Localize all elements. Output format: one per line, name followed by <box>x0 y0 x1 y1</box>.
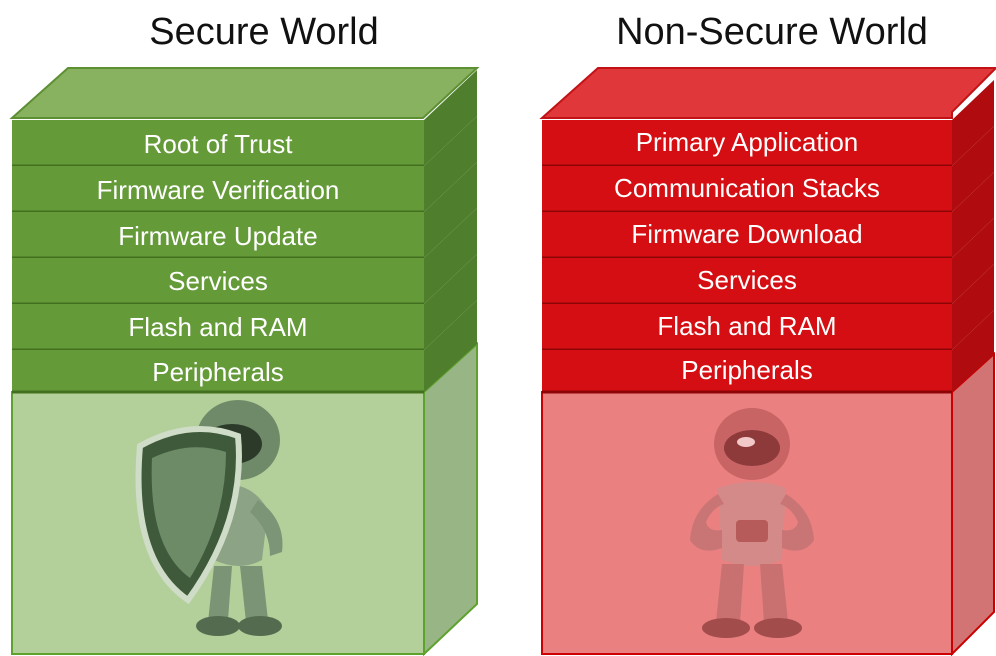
robot-standing-icon <box>690 408 814 638</box>
secure-world-block: Secure World Root of Trust Firmware Veri… <box>9 11 480 656</box>
nonsecure-layer-label: Flash and RAM <box>657 311 836 341</box>
secure-layer: Services <box>12 208 477 306</box>
nonsecure-layer-label: Primary Application <box>636 127 859 157</box>
secure-layer: Firmware Verification <box>12 116 477 214</box>
secure-layer: Peripherals <box>12 300 477 394</box>
secure-layer-label: Peripherals <box>152 357 284 387</box>
secure-layer-label: Services <box>168 266 268 296</box>
nonsecure-layer-label: Peripherals <box>681 355 813 385</box>
secure-top-face <box>9 67 480 119</box>
nonsecure-world-title: Non-Secure World <box>616 11 928 53</box>
secure-layer-label: Flash and RAM <box>128 312 307 342</box>
secure-layer-label: Firmware Update <box>118 221 317 251</box>
secure-layer-label: Root of Trust <box>144 129 294 159</box>
secure-body-side <box>423 341 478 656</box>
nonsecure-layer-label: Firmware Download <box>631 219 862 249</box>
secure-layer-label: Firmware Verification <box>97 175 340 205</box>
nonsecure-layer: Firmware Download <box>542 172 994 260</box>
nonsecure-layer-label: Communication Stacks <box>614 173 880 203</box>
secure-world-title: Secure World <box>149 11 379 53</box>
secure-layer: Root of Trust <box>12 70 477 168</box>
nonsecure-world-block: Non-Secure World Primary Application Com… <box>539 11 996 656</box>
nonsecure-layer-label: Services <box>697 265 797 295</box>
nonsecure-layer: Peripherals <box>542 310 994 394</box>
nonsecure-layer: Primary Application <box>542 80 994 168</box>
robot-with-shield-icon <box>135 400 283 636</box>
nonsecure-top-face <box>539 67 996 119</box>
nonsecure-body-side <box>951 351 995 656</box>
